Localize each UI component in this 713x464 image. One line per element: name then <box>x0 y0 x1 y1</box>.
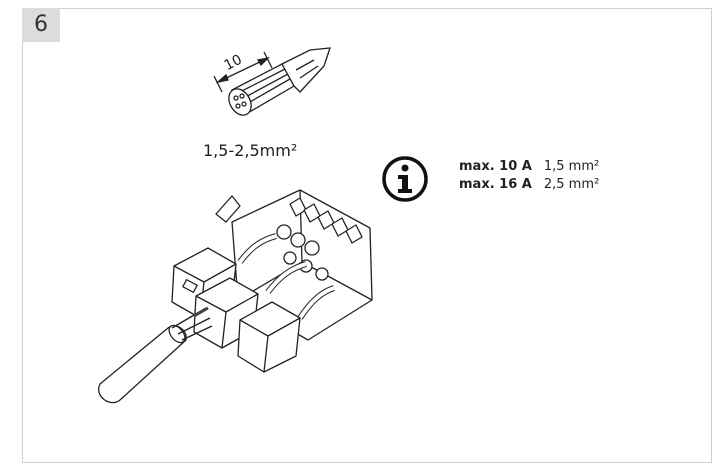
wire-cross-section-label: 1,5-2,5mm² <box>203 141 298 160</box>
spec-row: max. 10 A 1,5 mm² <box>459 159 607 177</box>
info-icon <box>382 156 428 202</box>
spec-current: max. 10 A <box>459 159 532 174</box>
strip-length-label: 10 <box>222 52 245 74</box>
spec-section: 2,5 mm² <box>543 177 600 192</box>
terminal-ridges <box>289 197 363 244</box>
dimension-arrow-right <box>256 56 270 67</box>
spec-row: max. 16 A 2,5 mm² <box>459 177 607 195</box>
step-frame <box>22 8 712 463</box>
spec-current: max. 16 A <box>459 177 532 192</box>
dimension-arrow-left <box>215 73 229 84</box>
spec-section: 1,5 mm² <box>543 159 600 174</box>
connector-latch <box>215 195 241 223</box>
step-number-badge: 6 <box>22 8 60 42</box>
strain-relief-clamps <box>171 247 301 373</box>
current-spec-table: max. 10 A 1,5 mm² max. 16 A 2,5 mm² <box>459 159 607 195</box>
